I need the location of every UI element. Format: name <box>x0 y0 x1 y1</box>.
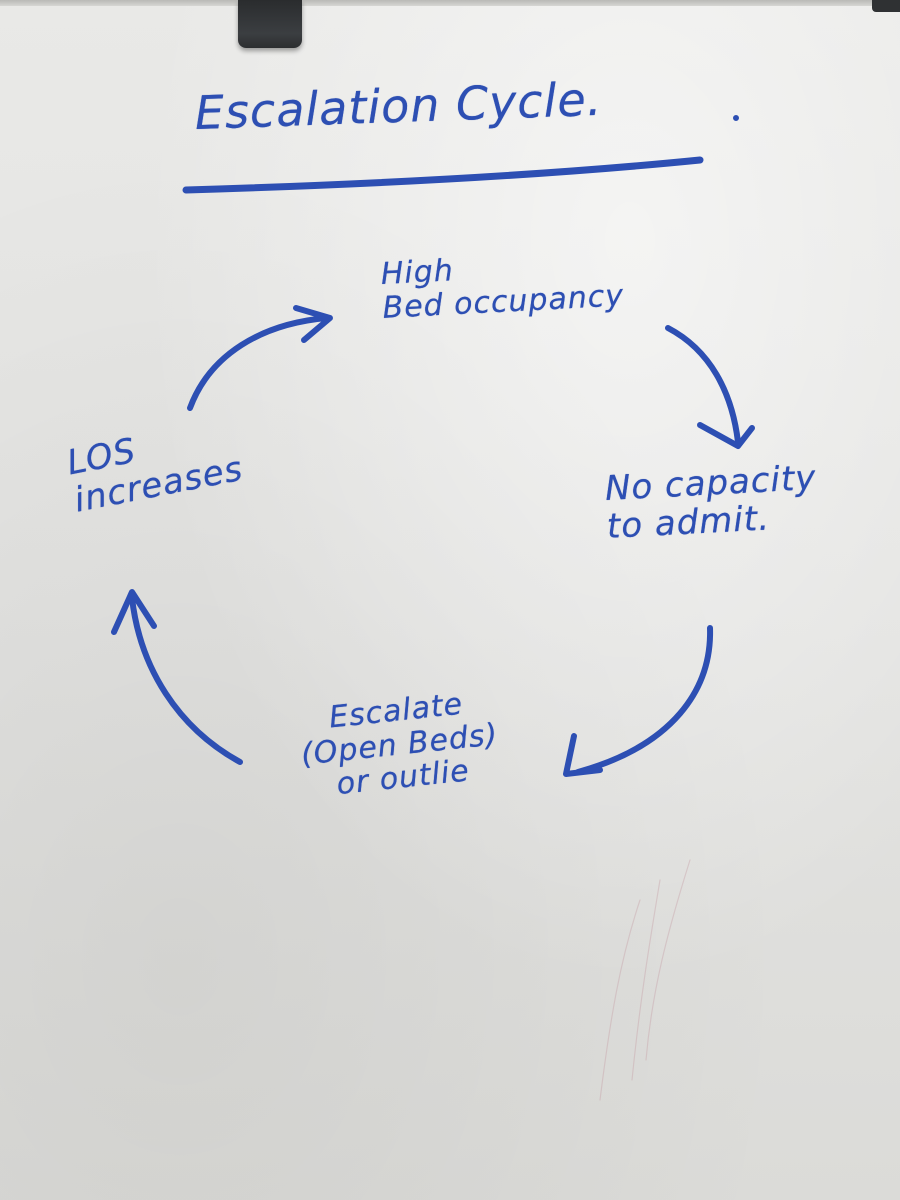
arrow-bottom-to-left-head <box>111 589 157 635</box>
arrow-bottom-to-left <box>129 595 243 765</box>
cycle-node-high-bed-occupancy: High Bed occupancy <box>380 245 625 325</box>
arrow-top-to-right-head <box>697 422 755 449</box>
board-clip-corner <box>872 0 900 12</box>
title-underline <box>182 156 704 194</box>
whiteboard-frame <box>0 0 900 6</box>
arrow-right-to-bottom-head <box>563 733 603 777</box>
cycle-node-escalate: Escalate (Open Beds) or outlie <box>296 684 503 805</box>
board-clip <box>238 0 302 48</box>
arrow-left-to-top-head <box>293 305 333 343</box>
arrow-right-to-bottom <box>575 625 714 775</box>
cycle-node-no-capacity: No capacity to admit. <box>604 458 819 547</box>
arrow-top-to-right <box>665 325 741 445</box>
arrow-left-to-top <box>187 315 329 411</box>
title-dot <box>733 115 739 121</box>
